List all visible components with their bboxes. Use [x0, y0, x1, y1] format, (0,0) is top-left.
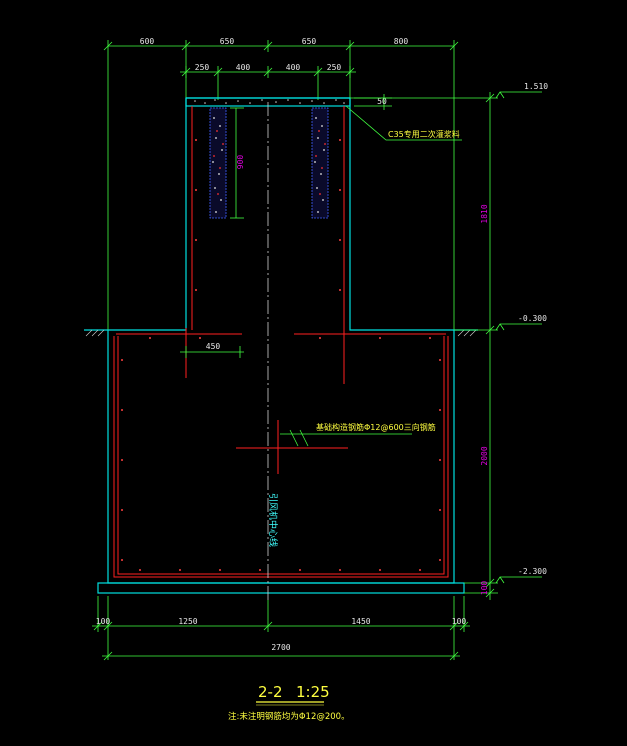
general-note: 注:未注明钢筋均为Φ12@200。: [228, 711, 350, 722]
dim-rebar-offset: 450: [206, 342, 221, 351]
rebar-lines: [113, 106, 449, 578]
right-vertical-dims: [350, 91, 542, 600]
dim-top-4: 800: [394, 37, 409, 46]
dim-bottom-3: 1450: [351, 617, 370, 626]
rebar-note-label: 基础构造钢筋Φ12@600三向钢筋: [316, 422, 436, 432]
dim-bottom-total: 2700: [271, 643, 290, 652]
dim-detail-1: 250: [195, 63, 210, 72]
bottom-dimension-lines: [92, 596, 470, 661]
anchor-bolt-pockets: [209, 107, 329, 219]
axis-label: 引风机中心线: [267, 493, 279, 547]
dim-bottom-1: 100: [96, 617, 111, 626]
dim-vertical-2: 2000: [480, 446, 489, 465]
embed-depth-dim: [230, 107, 244, 219]
scale-label: 1:25: [296, 683, 330, 701]
dim-embed-depth: 900: [236, 155, 245, 170]
dim-top-1: 600: [140, 37, 155, 46]
dim-bottom-4: 100: [452, 617, 467, 626]
cap-material-leader: [345, 105, 462, 141]
rebar-dots: [121, 139, 441, 571]
level-top: 1.510: [524, 82, 548, 91]
grout-cap-texture: [194, 99, 345, 104]
ground-hatch: [85, 329, 477, 337]
top-dimension-lines: [103, 40, 459, 330]
dim-detail-4: 250: [327, 63, 342, 72]
dim-top-2: 650: [220, 37, 235, 46]
rebar-offset-dim: [180, 346, 244, 358]
section-label: 2-2: [258, 683, 283, 701]
level-ground: -0.300: [518, 314, 547, 323]
concrete-outline: [84, 97, 478, 594]
level-bottom: -2.300: [518, 567, 547, 576]
dim-bottom-2: 1250: [178, 617, 197, 626]
dim-vertical-1: 1810: [480, 204, 489, 223]
dim-cap-thickness: 50: [377, 97, 387, 106]
cap-material-label: C35专用二次灌浆料: [388, 129, 460, 139]
dim-top-3: 650: [302, 37, 317, 46]
dim-vertical-3: 100: [480, 581, 489, 596]
dim-detail-3: 400: [286, 63, 301, 72]
rebar-note-leader: [280, 429, 412, 447]
dim-detail-2: 400: [236, 63, 251, 72]
